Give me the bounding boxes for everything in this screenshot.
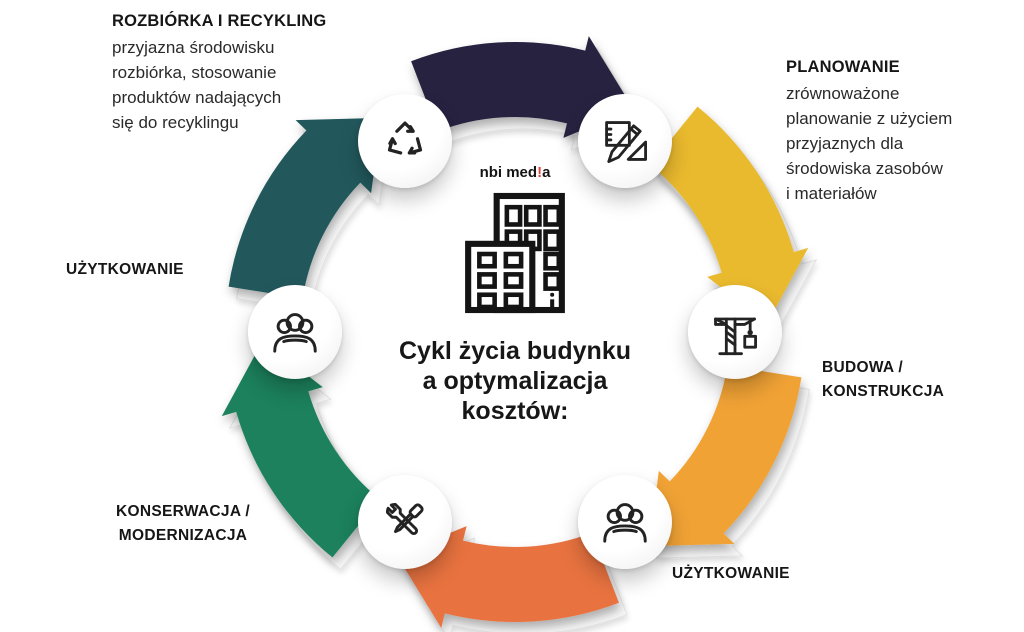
brand-logo: nbi med!a — [382, 164, 648, 181]
planowanie-desc-line: przyjaznych dla — [786, 134, 904, 153]
arrow-uzytkowanie-do-rozbiorki — [228, 117, 382, 299]
label-budowa-konstrukcja: BUDOWA / KONSTRUKCJA — [822, 356, 944, 404]
konserwacja-line1: KONSERWACJA / — [116, 503, 250, 520]
rozbiorka-desc-line: przyjazna środowisku — [112, 38, 275, 57]
planowanie-desc-line: zrównoważone — [786, 84, 900, 103]
label-uzytkowanie-right: UŻYTKOWANIE — [672, 565, 790, 582]
arrow-planowanie-do-budowy — [650, 106, 809, 324]
arrow-budowa-do-uzytkowania — [648, 365, 802, 547]
center-title-line: a optymalizacja — [422, 367, 608, 395]
arrow-segments — [221, 36, 809, 628]
rozbiorka-title: ROZBIÓRKA I RECYKLING — [112, 12, 327, 30]
planowanie-desc-line: i materiałów — [786, 184, 877, 203]
label-block-planowanie: PLANOWANIE zrównoważone planowanie z uży… — [786, 58, 1006, 206]
people-icon — [603, 503, 647, 543]
planowanie-desc-line: planowanie z użyciem — [786, 109, 953, 128]
budowa-line1: BUDOWA / — [822, 359, 904, 376]
ruler-pencil-icon — [605, 121, 647, 163]
label-konserwacja-modernizacja: KONSERWACJA / MODERNIZACJA — [88, 500, 278, 548]
brand-logo-bang: ! — [537, 164, 543, 181]
arrow-uzytkowanie-do-konserwacji — [396, 526, 619, 628]
planowanie-title: PLANOWANIE — [786, 58, 900, 76]
rozbiorka-desc-line: produktów nadających — [112, 88, 282, 107]
rozbiorka-desc-line: się do recyklingu — [112, 113, 239, 132]
label-uzytkowanie-left: UŻYTKOWANIE — [66, 261, 184, 278]
node-budowa-konstrukcja — [688, 285, 782, 379]
people-icon — [273, 313, 317, 353]
center-column: nbi med!a Cykl życia budynku a optymaliz… — [382, 164, 648, 426]
arrow-rozbiorka-do-planowania — [411, 36, 634, 138]
rozbiorka-desc-line: rozbiórka, stosowanie — [112, 63, 277, 82]
planowanie-desc-line: środowiska zasobów — [786, 159, 943, 178]
arrow-konserwacja-do-uzytkowania — [221, 340, 380, 558]
brand-logo-text: nbi med — [479, 164, 538, 181]
node-planowanie — [578, 94, 672, 188]
center-title-line: Cykl życia budynku — [398, 337, 632, 365]
node-uzytkowanie-lewe — [248, 285, 342, 379]
label-block-rozbiorka: ROZBIÓRKA I RECYKLING przyjazna środowis… — [112, 12, 412, 135]
konserwacja-line2: MODERNIZACJA — [118, 527, 248, 544]
brand-logo-text: a — [542, 164, 551, 181]
node-uzytkowanie-prawe — [578, 475, 672, 569]
buildings-icon — [465, 192, 565, 314]
budowa-line2: KONSTRUKCJA — [822, 383, 945, 400]
node-rozbiorka-recykling — [358, 94, 452, 188]
crane-icon — [714, 317, 757, 356]
center-title: Cykl życia budynku a optymalizacja koszt… — [382, 336, 648, 426]
tools-icon — [385, 502, 424, 535]
node-konserwacja-modernizacja — [358, 475, 452, 569]
center-title-line: kosztów: — [461, 397, 569, 425]
